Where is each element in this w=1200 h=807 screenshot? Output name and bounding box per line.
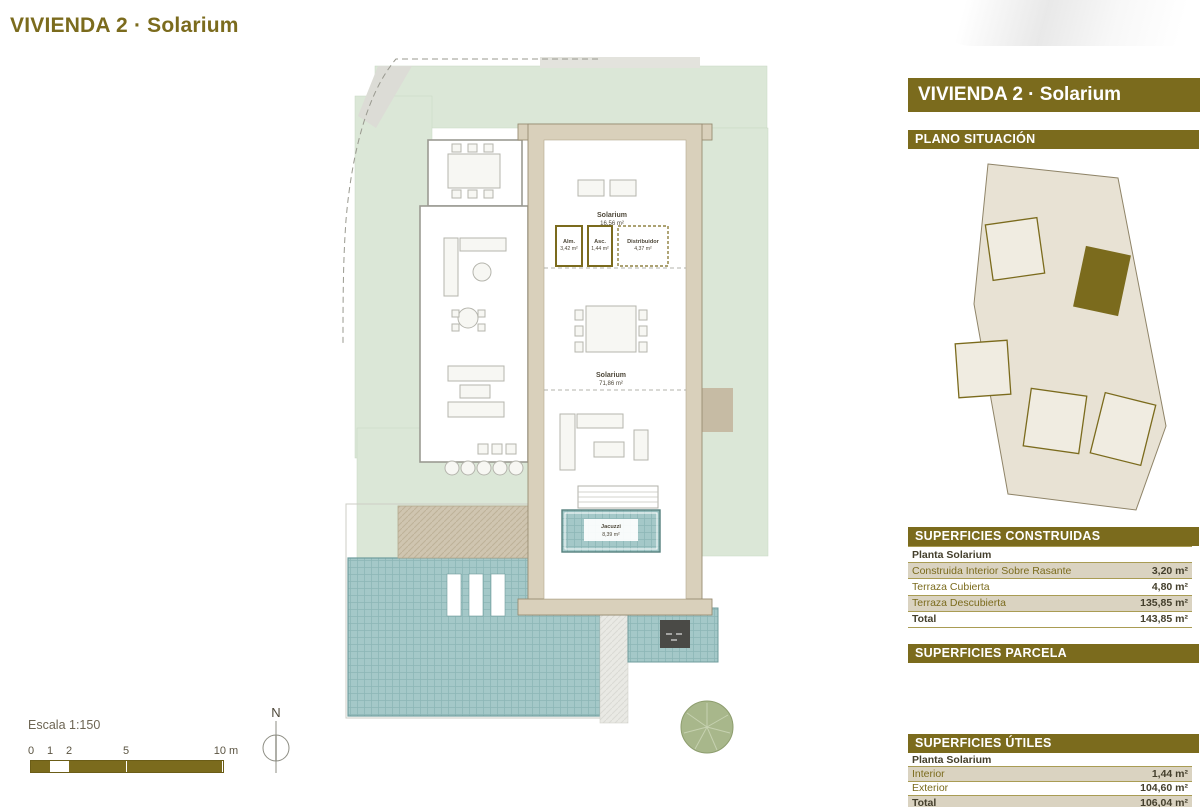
siteplan-house: [984, 216, 1046, 282]
label-distribuidor: Distribuidor: [627, 239, 660, 245]
row-value: 4,80 m²: [1151, 580, 1188, 593]
planter: [700, 388, 733, 432]
scale-ticks: 0 1 2 5 10 m: [27, 745, 260, 760]
north-arrow: N: [252, 705, 300, 780]
superficies-utiles-table: Planta Solarium Interior 1,44 m² Exterio…: [908, 753, 1192, 807]
table-row: Exterior 104,60 m²: [908, 781, 1192, 797]
row-label: Planta Solarium: [912, 753, 992, 766]
garden-areas: [354, 65, 769, 559]
row-label: Terraza Cubierta: [912, 580, 990, 593]
row-label: Exterior: [912, 782, 949, 795]
scale-tick: 0: [27, 745, 35, 757]
siteplan-subject-house: [1073, 245, 1131, 317]
room-distribuidor-outline: [617, 225, 669, 267]
floor-plan: Solarium 16,56 m² Alm. 3,42 m² Asc. 1,44…: [342, 57, 769, 754]
table-row: Terraza Cubierta 4,80 m²: [908, 579, 1192, 596]
row-label: Terraza Descubierta: [912, 597, 1006, 610]
row-label: Planta Solarium: [912, 548, 992, 561]
page-title: VIVIENDA 2 · Solarium: [10, 14, 239, 37]
row-value: 106,04 m²: [1140, 796, 1188, 807]
row-label: Total: [912, 796, 937, 807]
table-row: Interior 1,44 m²: [908, 767, 1192, 782]
label-alm: Alm.: [563, 239, 576, 245]
scale-bar: 0 1 2 5 10 m: [27, 745, 260, 773]
neighbor-furniture: [443, 143, 524, 476]
siteplan-houses: [954, 216, 1157, 467]
siteplan-house: [954, 339, 1012, 399]
label-solarium-main-area: 71,86 m²: [599, 381, 623, 387]
pool-platform: [468, 573, 484, 617]
row-value: 104,60 m²: [1140, 782, 1188, 795]
table-row: Planta Solarium: [908, 546, 1192, 564]
site-plan: [908, 154, 1192, 520]
tree: [680, 700, 734, 754]
walkway: [599, 614, 629, 724]
siteplan-house: [1022, 387, 1088, 455]
row-label: Construida Interior Sobre Rasante: [912, 564, 1072, 577]
label-asc-area: 1,44 m²: [591, 246, 609, 252]
row-value: 1,44 m²: [1151, 768, 1188, 781]
top-walkway: [540, 57, 700, 68]
siteplan-house: [1089, 391, 1157, 467]
spa-pool: [627, 607, 719, 663]
path-sliver: [358, 66, 412, 128]
room-labels: Solarium 16,56 m² Alm. 3,42 m² Asc. 1,44…: [560, 212, 659, 538]
spa-cover: [660, 620, 690, 648]
table-row: Terraza Descubierta 135,85 m²: [908, 595, 1192, 612]
row-value: 143,85 m²: [1140, 613, 1188, 626]
compass-icon: [262, 721, 290, 773]
scale-tick: 5: [122, 745, 130, 757]
label-solarium-main: Solarium: [596, 372, 626, 379]
pool-platform: [446, 573, 462, 617]
section-header-utiles: SUPERFICIES ÚTILES: [908, 734, 1199, 753]
scale-bar-blocks: [30, 760, 224, 773]
label-solarium-top: Solarium: [597, 212, 627, 219]
row-label: Total: [912, 613, 937, 626]
room-asc-outline: [587, 225, 613, 267]
label-distribuidor-area: 4,37 m²: [634, 246, 652, 252]
label-alm-area: 3,42 m²: [560, 246, 578, 252]
scale-text: Escala 1:150: [28, 718, 101, 732]
row-value: 3,20 m²: [1151, 564, 1188, 577]
pool-platform: [490, 573, 506, 617]
section-header-parcela: SUPERFICIES PARCELA: [908, 644, 1199, 663]
section-header-situacion: PLANO SITUACIÓN: [908, 130, 1199, 149]
scale-tick: 1: [46, 745, 54, 757]
row-label: Interior: [912, 768, 945, 781]
label-asc: Asc.: [594, 239, 606, 245]
superficies-construidas-table: Planta Solarium Construida Interior Sobr…: [908, 546, 1192, 628]
label-jacuzzi-area: 8,39 m²: [602, 532, 620, 538]
scale-tick: 10 m: [213, 745, 239, 757]
tower-furniture: [559, 179, 649, 471]
table-row: Construida Interior Sobre Rasante 3,20 m…: [908, 563, 1192, 580]
table-row-total: Total 143,85 m²: [908, 611, 1192, 628]
north-label: N: [271, 705, 281, 720]
table-row: Planta Solarium: [908, 753, 1192, 768]
label-solarium-top-area: 16,56 m²: [600, 221, 624, 227]
room-alm-outline: [555, 225, 583, 267]
section-header-construidas: SUPERFICIES CONSTRUIDAS: [908, 527, 1199, 546]
scale-tick: 2: [65, 745, 73, 757]
table-row-total: Total 106,04 m²: [908, 796, 1192, 807]
sidebar-title: VIVIENDA 2 · Solarium: [908, 78, 1200, 112]
steps: [577, 485, 659, 509]
label-jacuzzi: Jacuzzi: [601, 524, 621, 530]
jacuzzi: [561, 509, 661, 553]
boundary-dashed-line: [342, 58, 598, 347]
row-value: 135,85 m²: [1140, 597, 1188, 610]
logo-watermark: [932, 0, 1200, 46]
